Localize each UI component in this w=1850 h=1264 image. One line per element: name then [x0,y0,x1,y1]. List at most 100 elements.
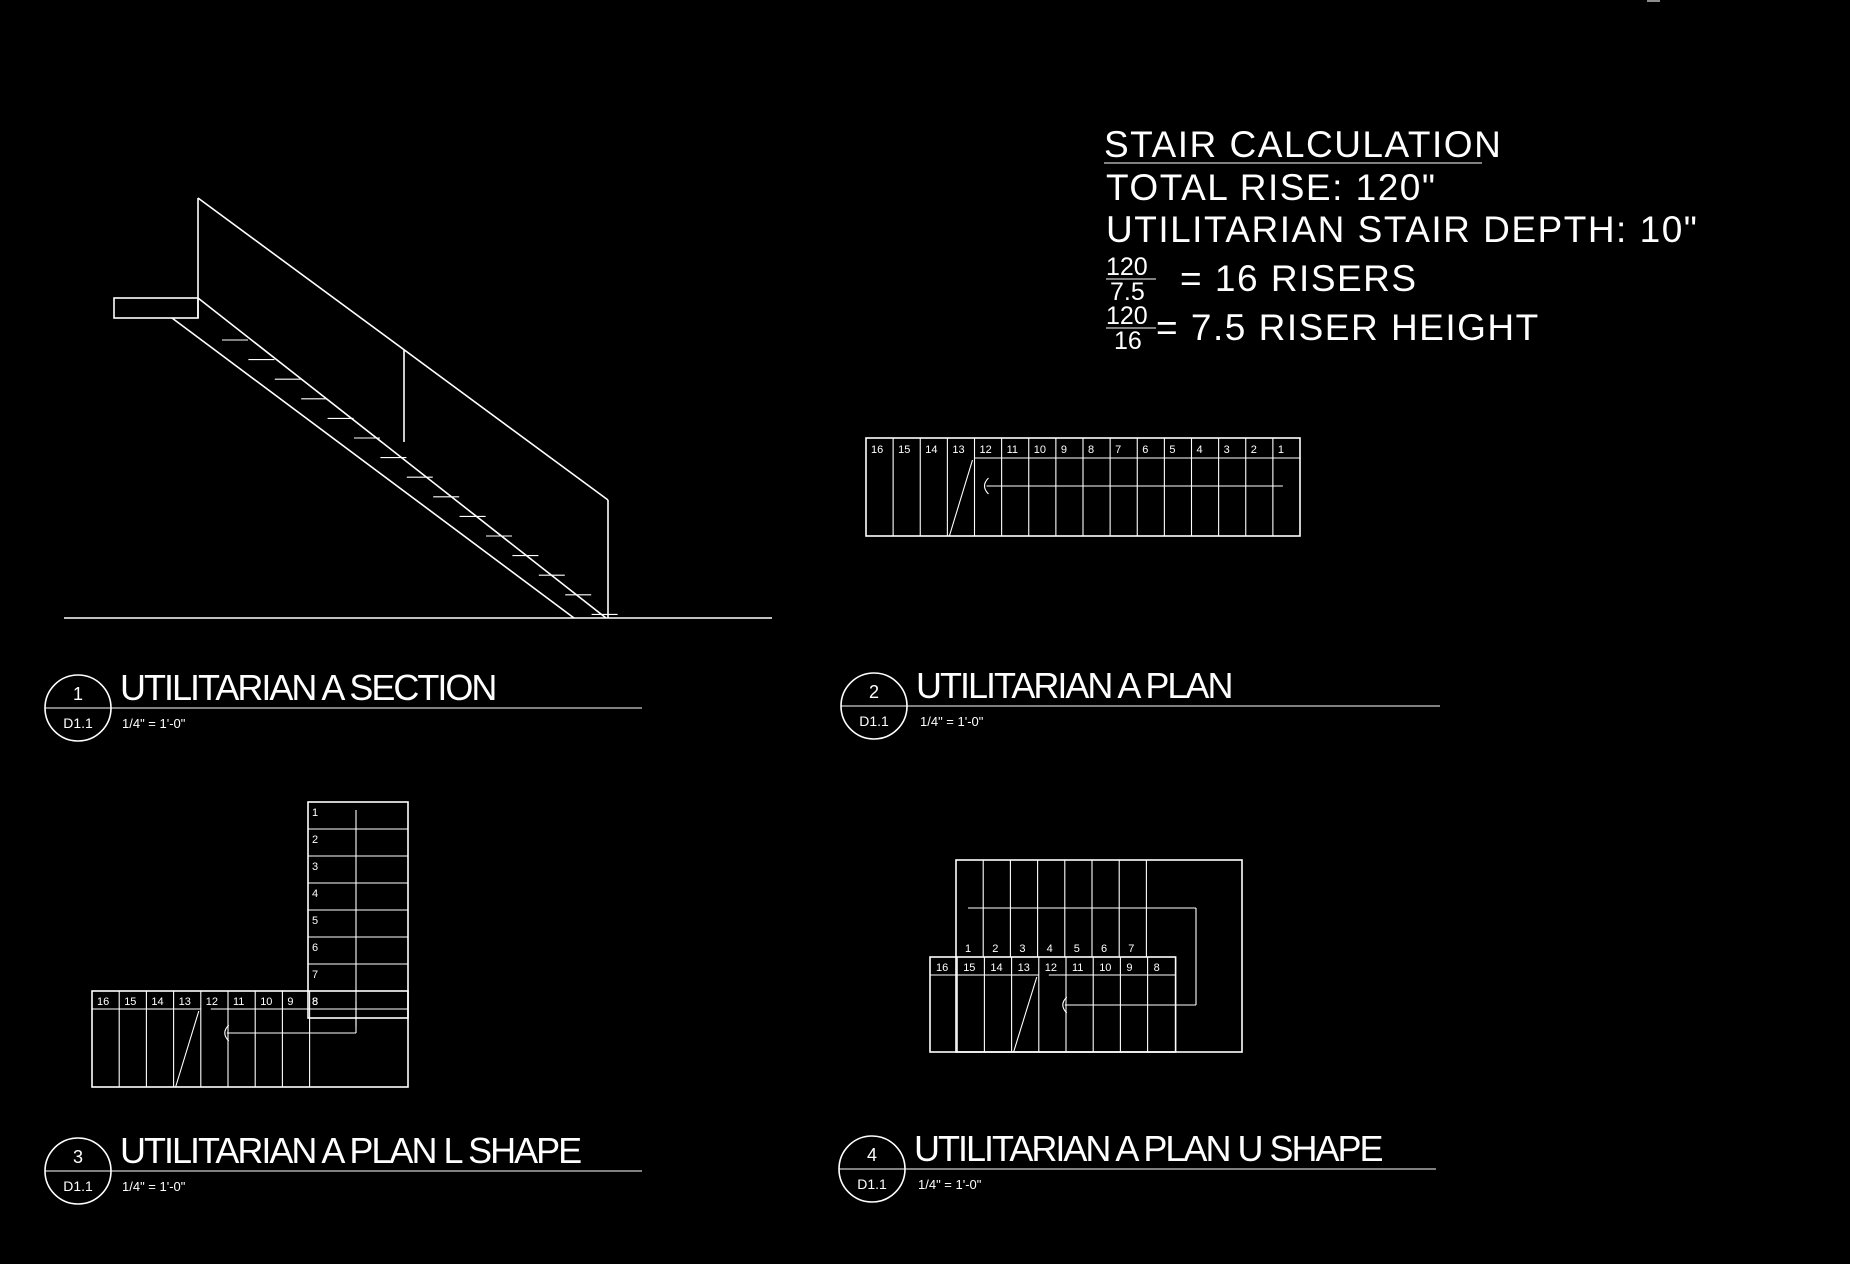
section-treads [222,339,618,615]
tread-number: 3 [312,861,318,873]
tread-number: 6 [1101,943,1107,955]
tread-number: 14 [151,996,163,1008]
tread-number: 3 [1224,444,1230,456]
tread-number: 15 [898,444,910,456]
view-title: UTILITARIAN A PLAN L SHAPE [120,1130,581,1171]
walk-line-start [1062,996,1068,1014]
tread-number: 16 [97,996,109,1008]
tread-number: 12 [980,444,992,456]
view-title: UTILITARIAN A PLAN U SHAPE [914,1128,1382,1169]
break-line [1013,976,1038,1053]
calc-fraction1-numerator: 120 [1106,253,1148,281]
stringer-bottom [171,317,575,619]
tread-number-landing: 8 [312,996,318,1008]
view-number: 4 [867,1145,877,1165]
tread-number: 13 [952,444,964,456]
tread-number: 1 [312,807,318,819]
tread-number: 16 [936,962,948,974]
break-line [175,1010,200,1088]
stair-calculation-note: STAIR CALCULATION TOTAL RISE: 120" UTILI… [1104,124,1698,355]
walk-line-start [983,477,989,495]
tread-number: 5 [312,915,318,927]
tread-number: 13 [179,996,191,1008]
tread-number: 7 [1128,943,1134,955]
tread-number: 4 [1047,943,1053,955]
tread-number: 16 [871,444,883,456]
view-scale: 1/4" = 1'-0" [122,1179,186,1194]
tread-number: 2 [312,834,318,846]
break-line [948,459,974,537]
tread-number: 10 [260,996,272,1008]
tread-number: 9 [1126,962,1132,974]
tread-number: 12 [1045,962,1057,974]
view-number: 1 [73,684,83,704]
calc-fraction2-denominator: 16 [1114,327,1142,355]
tread-number: 1 [965,943,971,955]
tread-number: 8 [1088,444,1094,456]
tread-number: 3 [1019,943,1025,955]
view-title: UTILITARIAN A SECTION [120,667,495,708]
tread-number: 11 [233,996,244,1008]
view-number: 2 [869,682,879,702]
view-scale: 1/4" = 1'-0" [920,714,984,729]
tread-number: 1 [1278,444,1284,456]
upper-landing-slab [113,297,199,319]
u-stair-outline [955,859,1243,1053]
tread-number: 8 [1154,962,1160,974]
tread-number: 14 [990,962,1002,974]
plan2-treads: 16 15 14 13 12 11 10 9 8 7 6 5 4 3 2 1 [871,438,1300,537]
tread-number: 4 [312,888,318,900]
handrail [197,197,609,501]
calc-riser-height-result: = 7.5 RISER HEIGHT [1156,307,1540,348]
view-scale: 1/4" = 1'-0" [918,1177,982,1192]
view-title-4: 4 D1.1 UTILITARIAN A PLAN U SHAPE 1/4" =… [838,1128,1436,1203]
tread-number: 12 [206,996,218,1008]
tread-number: 11 [1072,962,1083,974]
view-sheet: D1.1 [63,715,93,731]
view-sheet: D1.1 [859,713,889,729]
view-title-1: 1 D1.1 UTILITARIAN A SECTION 1/4" = 1'-0… [44,667,642,742]
tread-number: 11 [1007,444,1018,456]
tread-number: 10 [1034,444,1046,456]
walk-line-start [224,1024,230,1042]
tread-number: 15 [124,996,136,1008]
calc-fraction2-numerator: 120 [1106,302,1148,330]
view-title-2: 2 D1.1 UTILITARIAN A PLAN 1/4" = 1'-0" [840,665,1440,740]
view-title-3: 3 D1.1 UTILITARIAN A PLAN L SHAPE 1/4" =… [44,1130,642,1205]
tread-number: 2 [992,943,998,955]
tread-number: 6 [312,942,318,954]
tread-number: 5 [1169,444,1175,456]
tread-number: 6 [1142,444,1148,456]
lower-run-outline [91,990,409,1088]
tread-number: 14 [925,444,937,456]
tread-number: 2 [1251,444,1257,456]
tread-number: 4 [1197,444,1203,456]
calc-risers-result: = 16 RISERS [1180,258,1418,299]
straight-plan-drawing: 16 15 14 13 12 11 10 9 8 7 6 5 4 3 2 1 [865,437,1301,537]
tread-number: 10 [1099,962,1111,974]
tread-number: 7 [1115,444,1121,456]
tread-number: 15 [963,962,975,974]
tread-number: 9 [1061,444,1067,456]
view-scale: 1/4" = 1'-0" [122,716,186,731]
tread-number: 9 [287,996,293,1008]
view-sheet: D1.1 [63,1178,93,1194]
tread-number: 13 [1018,962,1030,974]
tread-number: 5 [1074,943,1080,955]
calc-heading: STAIR CALCULATION [1104,124,1502,165]
tread-number: 7 [312,969,318,981]
calc-fraction1-denominator: 7.5 [1110,278,1145,306]
view-title: UTILITARIAN A PLAN [916,665,1231,706]
tread-number: 8 [312,996,318,1008]
calc-stair-depth: UTILITARIAN STAIR DEPTH: 10" [1106,209,1698,250]
calc-total-rise: TOTAL RISE: 120" [1106,167,1437,208]
view-sheet: D1.1 [857,1176,887,1192]
view-number: 3 [73,1147,83,1167]
lower-run-outline [929,956,1177,1053]
stair-section-drawing [64,197,772,619]
